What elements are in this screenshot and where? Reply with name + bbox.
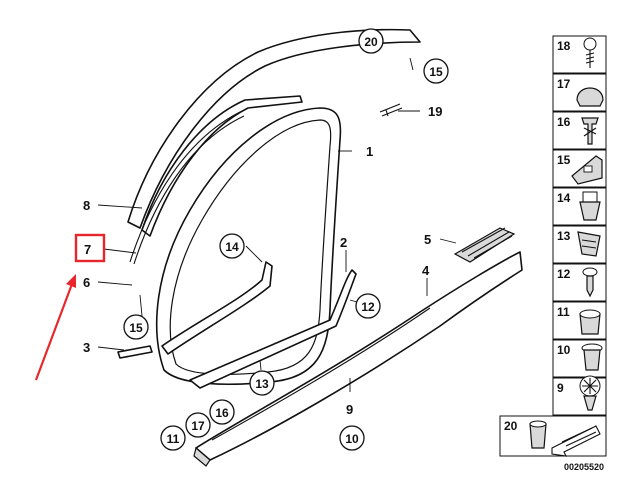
part-2-sill-seal xyxy=(189,269,357,389)
reference-number: 00205520 xyxy=(564,462,604,472)
sidebar-num-13: 13 xyxy=(557,229,571,243)
svg-text:14: 14 xyxy=(225,240,239,254)
screw-icon xyxy=(583,37,597,68)
callout-1: 1 xyxy=(366,144,373,159)
part-3-strip xyxy=(117,345,153,359)
clip-nut-icon xyxy=(579,191,601,221)
callout-circle-15-top: 15 xyxy=(423,58,449,84)
callout-circle-14: 14 xyxy=(219,233,245,259)
part-20-roof-moulding xyxy=(127,28,421,229)
callout-2: 2 xyxy=(340,235,347,250)
part-8-pillar-trim xyxy=(141,95,303,237)
callout-3: 3 xyxy=(83,340,90,355)
plain-callouts: 1 2 3 4 5 6 7 8 9 19 xyxy=(83,104,442,417)
sidebar-num-14: 14 xyxy=(557,191,571,205)
sidebar-num-17: 17 xyxy=(557,77,571,91)
cap-nut-icon xyxy=(529,420,547,449)
svg-text:15: 15 xyxy=(129,321,143,335)
highlight-arrow xyxy=(34,233,106,381)
direction-arrow-icon xyxy=(551,425,601,457)
part-5-bracket xyxy=(453,227,516,263)
bracket-plate-icon xyxy=(571,155,603,185)
callout-circle-11: 11 xyxy=(160,425,186,451)
callout-circle-13: 13 xyxy=(249,370,275,396)
sidebar-num-18: 18 xyxy=(557,39,571,53)
part-6-pillar-seal xyxy=(129,111,245,265)
svg-text:17: 17 xyxy=(191,419,205,433)
sidebar-num-11: 11 xyxy=(557,305,570,319)
sidebar-num-16: 16 xyxy=(557,115,571,129)
callout-circle-12: 12 xyxy=(355,293,381,319)
spring-clip-icon xyxy=(577,231,601,257)
callout-6: 6 xyxy=(83,275,90,290)
svg-text:11: 11 xyxy=(167,432,180,446)
svg-text:13: 13 xyxy=(255,377,269,391)
part-14-seal xyxy=(161,261,273,355)
callout-circle-10: 10 xyxy=(339,425,365,451)
sidebar-num-15: 15 xyxy=(557,153,571,167)
sidebar-num-10: 10 xyxy=(557,343,571,357)
callout-7: 7 xyxy=(84,242,91,257)
grommet-icon xyxy=(579,309,601,335)
sidebar-num-9: 9 xyxy=(557,381,564,395)
part-19-clip xyxy=(379,103,403,117)
callout-circle-20: 20 xyxy=(358,28,384,54)
sidebar-num-20: 20 xyxy=(504,419,518,433)
callout-circle-17: 17 xyxy=(185,412,211,438)
part-4-rocker-panel xyxy=(193,251,523,467)
svg-text:15: 15 xyxy=(429,65,443,79)
callout-circle-15-left: 15 xyxy=(123,314,149,340)
callout-4: 4 xyxy=(422,263,430,278)
svg-text:16: 16 xyxy=(215,406,229,420)
cap-icon xyxy=(576,87,604,107)
svg-text:20: 20 xyxy=(364,35,378,49)
callout-5: 5 xyxy=(424,232,431,247)
callout-8: 8 xyxy=(83,198,90,213)
callout-9: 9 xyxy=(346,402,353,417)
trim-nut-icon xyxy=(581,343,603,371)
part-1-door-seal xyxy=(155,107,342,385)
christmas-tree-clip-icon xyxy=(579,375,601,411)
expanding-rivet-icon xyxy=(581,117,599,145)
callout-19: 19 xyxy=(428,104,442,119)
svg-text:10: 10 xyxy=(345,432,359,446)
push-pin-icon xyxy=(582,267,598,298)
svg-text:12: 12 xyxy=(361,300,375,314)
callout-circle-16: 16 xyxy=(209,399,235,425)
parts-sidebar: 18 17 16 15 14 13 12 11 10 9 xyxy=(499,35,607,457)
sidebar-num-12: 12 xyxy=(557,267,571,281)
circled-callouts: 20 15 14 12 15 13 16 17 xyxy=(123,28,449,451)
